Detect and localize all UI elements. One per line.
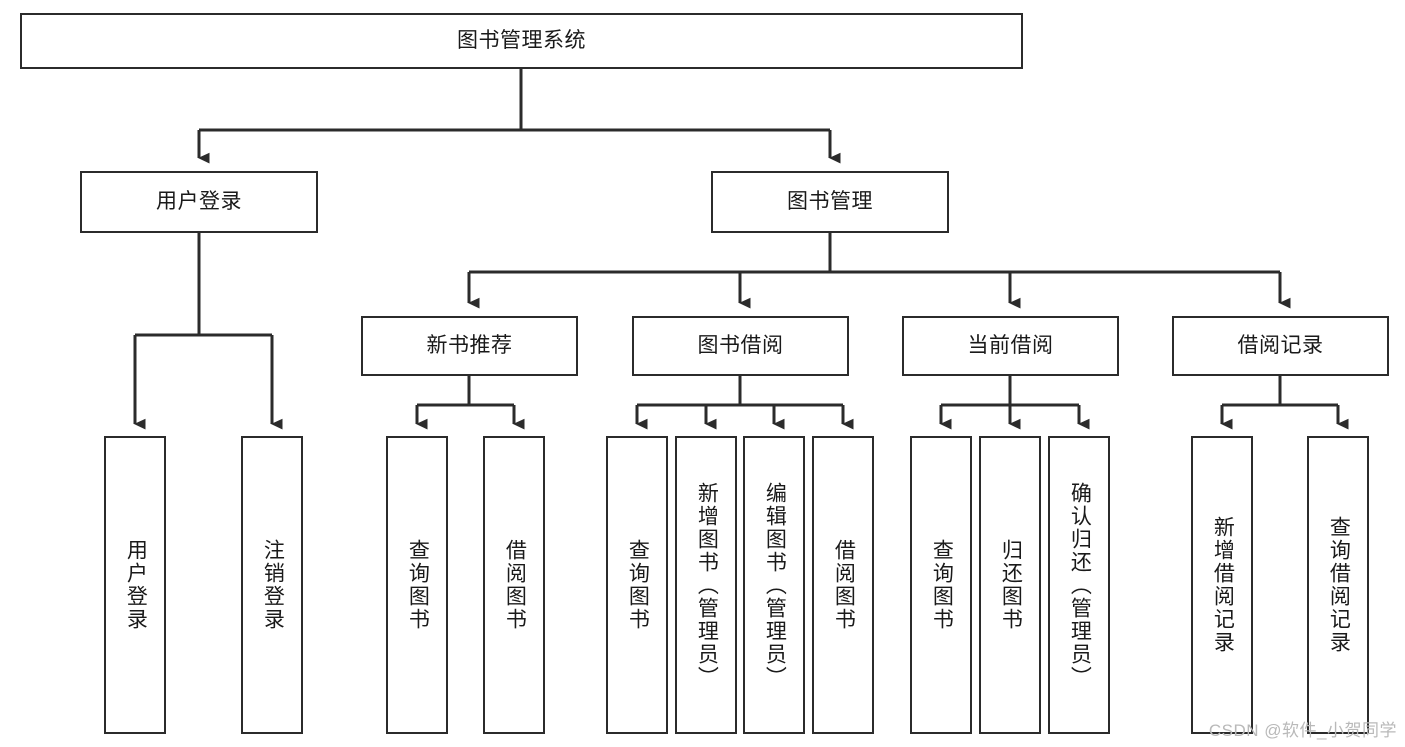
node-leaf-user-login[interactable]: 用户登录 xyxy=(104,436,166,734)
node-leaf-query-book-3[interactable]: 查询图书 xyxy=(910,436,972,734)
node-leaf-borrow-book-2-label: 借阅图书 xyxy=(832,539,856,631)
node-leaf-query-book-2[interactable]: 查询图书 xyxy=(606,436,668,734)
node-new-book-rec[interactable]: 新书推荐 xyxy=(361,316,578,376)
node-leaf-confirm-return[interactable]: 确认归还（管理员） xyxy=(1048,436,1110,734)
node-new-book-rec-label: 新书推荐 xyxy=(426,334,513,358)
node-leaf-edit-book-label: 编辑图书（管理员） xyxy=(763,481,787,689)
node-leaf-add-book-label: 新增图书（管理员） xyxy=(695,481,719,689)
node-leaf-borrow-book-2[interactable]: 借阅图书 xyxy=(812,436,874,734)
node-root-label: 图书管理系统 xyxy=(457,29,586,53)
node-book-borrow-label: 图书借阅 xyxy=(697,334,784,358)
csdn-watermark: CSDN @软件_小贺同学 xyxy=(1208,721,1397,740)
node-leaf-confirm-return-label: 确认归还（管理员） xyxy=(1068,481,1092,689)
node-leaf-return-book[interactable]: 归还图书 xyxy=(979,436,1041,734)
node-leaf-add-record-label: 新增借阅记录 xyxy=(1211,516,1235,654)
node-leaf-edit-book[interactable]: 编辑图书（管理员） xyxy=(743,436,805,734)
node-user-login-label: 用户登录 xyxy=(156,190,242,214)
node-borrow-record-label: 借阅记录 xyxy=(1237,334,1324,358)
node-borrow-record[interactable]: 借阅记录 xyxy=(1172,316,1389,376)
node-current-borrow[interactable]: 当前借阅 xyxy=(902,316,1119,376)
node-leaf-query-book-1-label: 查询图书 xyxy=(406,539,430,631)
node-leaf-add-book[interactable]: 新增图书（管理员） xyxy=(675,436,737,734)
node-root[interactable]: 图书管理系统 xyxy=(20,13,1023,69)
node-book-manage-label: 图书管理 xyxy=(787,190,873,214)
node-current-borrow-label: 当前借阅 xyxy=(967,334,1054,358)
node-leaf-borrow-book-1-label: 借阅图书 xyxy=(503,539,527,631)
node-leaf-add-record[interactable]: 新增借阅记录 xyxy=(1191,436,1253,734)
node-leaf-query-book-1[interactable]: 查询图书 xyxy=(386,436,448,734)
node-leaf-borrow-book-1[interactable]: 借阅图书 xyxy=(483,436,545,734)
node-user-login[interactable]: 用户登录 xyxy=(80,171,318,233)
node-book-manage[interactable]: 图书管理 xyxy=(711,171,949,233)
node-leaf-query-record-label: 查询借阅记录 xyxy=(1327,516,1351,654)
node-leaf-user-login-label: 用户登录 xyxy=(124,539,148,631)
node-book-borrow[interactable]: 图书借阅 xyxy=(632,316,849,376)
node-leaf-logout[interactable]: 注销登录 xyxy=(241,436,303,734)
node-leaf-logout-label: 注销登录 xyxy=(261,539,285,631)
node-leaf-query-book-3-label: 查询图书 xyxy=(930,539,954,631)
node-leaf-query-book-2-label: 查询图书 xyxy=(626,539,650,631)
node-leaf-query-record[interactable]: 查询借阅记录 xyxy=(1307,436,1369,734)
node-leaf-return-book-label: 归还图书 xyxy=(999,539,1023,631)
